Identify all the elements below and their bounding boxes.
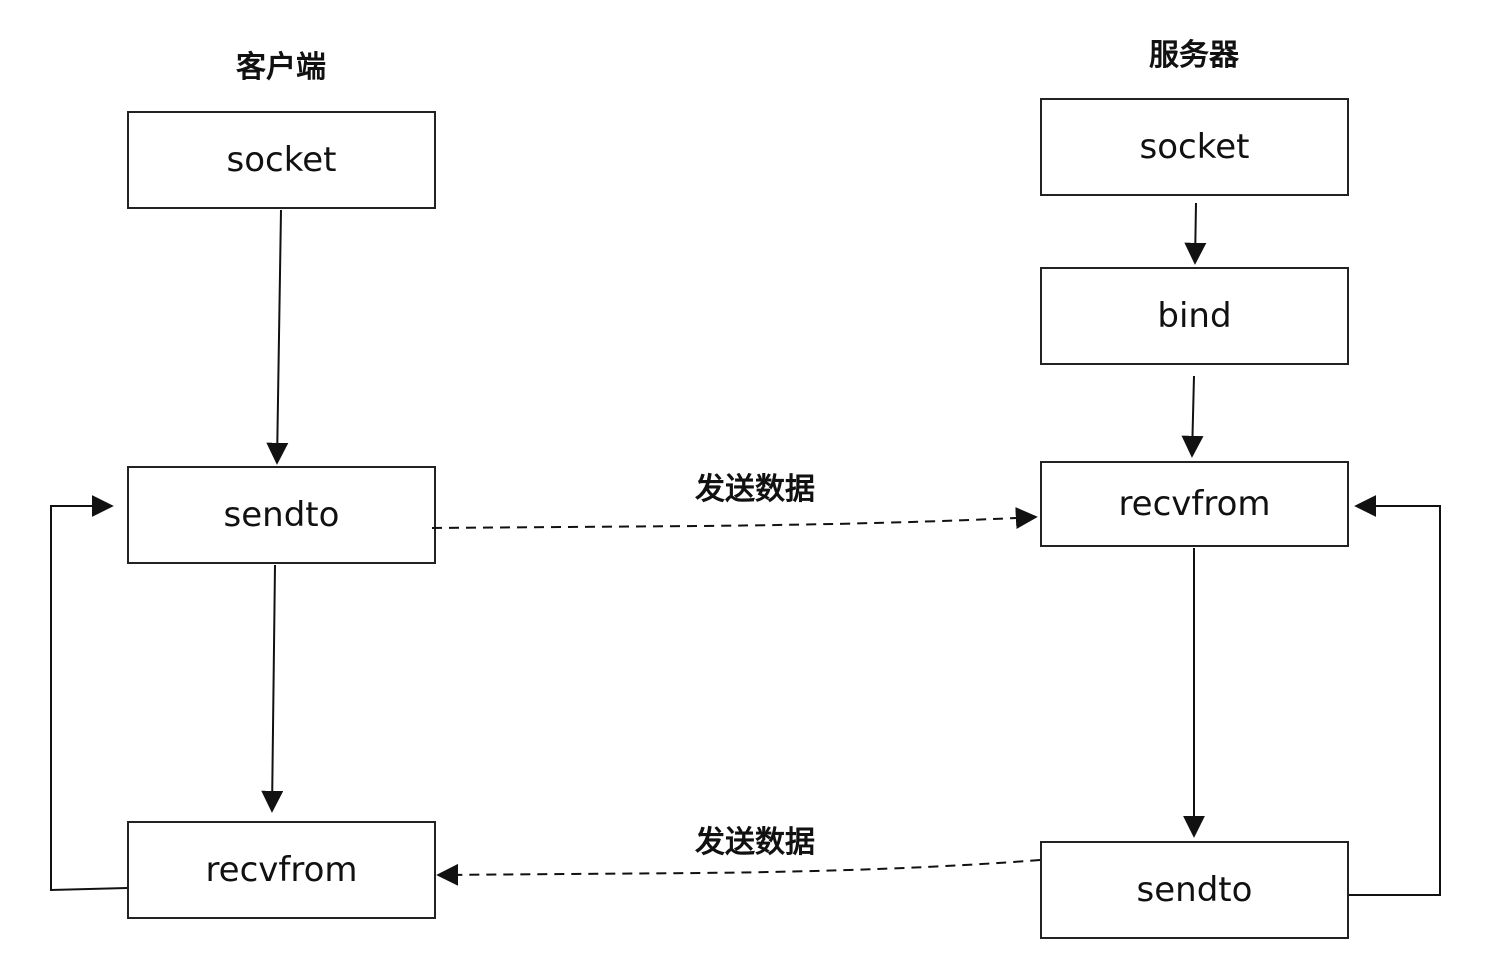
client-sendto-box: sendto	[127, 466, 436, 564]
server-sendto-box: sendto	[1040, 841, 1349, 939]
client-title: 客户端	[236, 50, 326, 85]
arrow-client-loop	[50, 495, 128, 892]
arrow-server-socket-to-bind	[1184, 202, 1207, 265]
arrow-client-sendto-to-recvfrom	[261, 564, 284, 813]
arrow-request-dashed	[431, 507, 1038, 530]
arrow-response-dashed	[436, 859, 1041, 886]
response-edge-label: 发送数据	[695, 825, 815, 860]
server-title: 服务器	[1149, 38, 1239, 73]
server-bind-box: bind	[1040, 267, 1349, 365]
arrow-server-bind-to-recvfrom	[1181, 375, 1204, 458]
arrow-server-loop	[1349, 495, 1441, 896]
client-recvfrom-box: recvfrom	[127, 821, 436, 919]
server-socket-box: socket	[1040, 98, 1349, 196]
request-edge-label: 发送数据	[695, 472, 815, 507]
server-recvfrom-box: recvfrom	[1040, 461, 1349, 547]
arrow-client-socket-to-sendto	[266, 209, 289, 465]
client-socket-box: socket	[127, 111, 436, 209]
